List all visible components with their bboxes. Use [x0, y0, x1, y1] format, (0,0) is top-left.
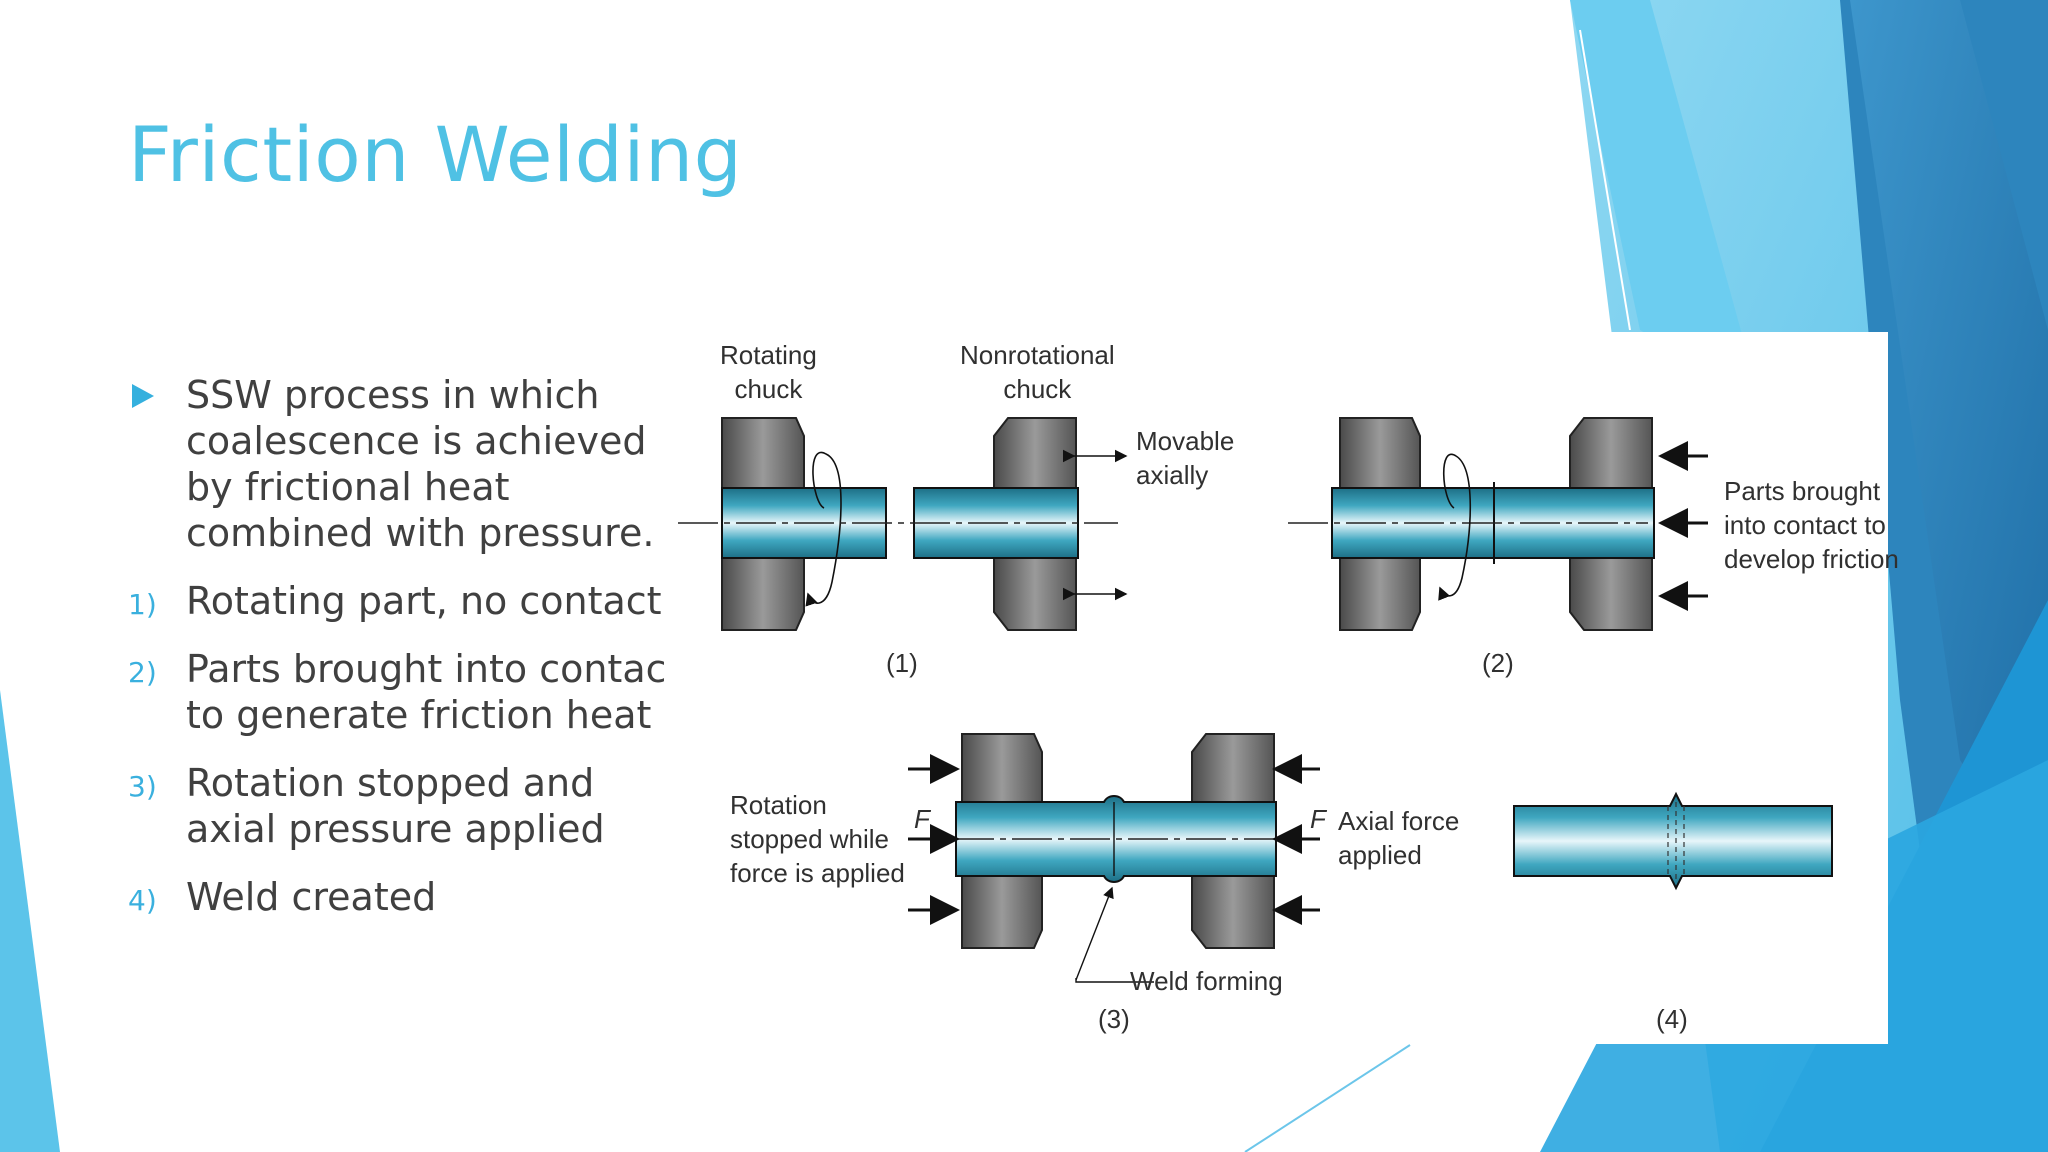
bullet-text: SSW process in which coalescence is achi…	[186, 373, 655, 555]
step-number: 2)	[128, 656, 157, 689]
slide-title: Friction Welding	[128, 110, 743, 199]
label-force-left: F	[914, 804, 930, 834]
panel-2-contact-friction	[1288, 417, 1708, 631]
bullet-text: Parts brought into contact to generate f…	[186, 647, 682, 737]
caption-step-4: (4)	[1656, 1004, 1688, 1034]
bullet-item-step-3: 3) Rotation stopped and axial pressure a…	[128, 760, 688, 852]
caption-step-1: (1)	[886, 648, 918, 678]
bullet-item-definition: SSW process in which coalescence is achi…	[128, 372, 688, 556]
label-rotating-chuck: Rotating chuck	[720, 340, 817, 404]
label-force-right: F	[1310, 804, 1326, 834]
panel-1-rotating-no-contact	[678, 417, 1128, 631]
panel-4-weld-created	[1513, 791, 1833, 891]
label-nonrotational-chuck: Nonrotational chuck	[960, 340, 1115, 404]
step-number: 4)	[128, 884, 157, 917]
bullet-list: SSW process in which coalescence is achi…	[128, 372, 688, 942]
label-movable-axially: Movable axially	[1136, 426, 1235, 490]
label-rotation-stopped: Rotation stopped while force is applied	[730, 790, 905, 888]
friction-welding-diagram: Rotating chuck Nonrotational chuck Movab…	[664, 332, 1899, 1044]
diagram-drawing	[678, 417, 1833, 983]
step-number: 3)	[128, 770, 157, 803]
bullet-item-step-2: 2) Parts brought into contact to generat…	[128, 646, 688, 738]
label-weld-forming: Weld forming	[1130, 966, 1283, 996]
bullet-text: Rotating part, no contact	[186, 579, 662, 623]
step-number: 1)	[128, 588, 157, 621]
caption-step-3: (3)	[1098, 1004, 1130, 1034]
triangle-bullet-icon	[132, 384, 154, 408]
bullet-item-step-1: 1) Rotating part, no contact	[128, 578, 688, 624]
panel-3-axial-force	[908, 733, 1320, 983]
label-parts-brought-into-contact: Parts brought into contact to develop fr…	[1724, 476, 1899, 574]
bullet-item-step-4: 4) Weld created	[128, 874, 688, 920]
bullet-text: Weld created	[186, 875, 437, 919]
caption-step-2: (2)	[1482, 648, 1514, 678]
bullet-text: Rotation stopped and axial pressure appl…	[186, 761, 605, 851]
label-axial-force-applied: Axial force applied	[1338, 806, 1460, 870]
